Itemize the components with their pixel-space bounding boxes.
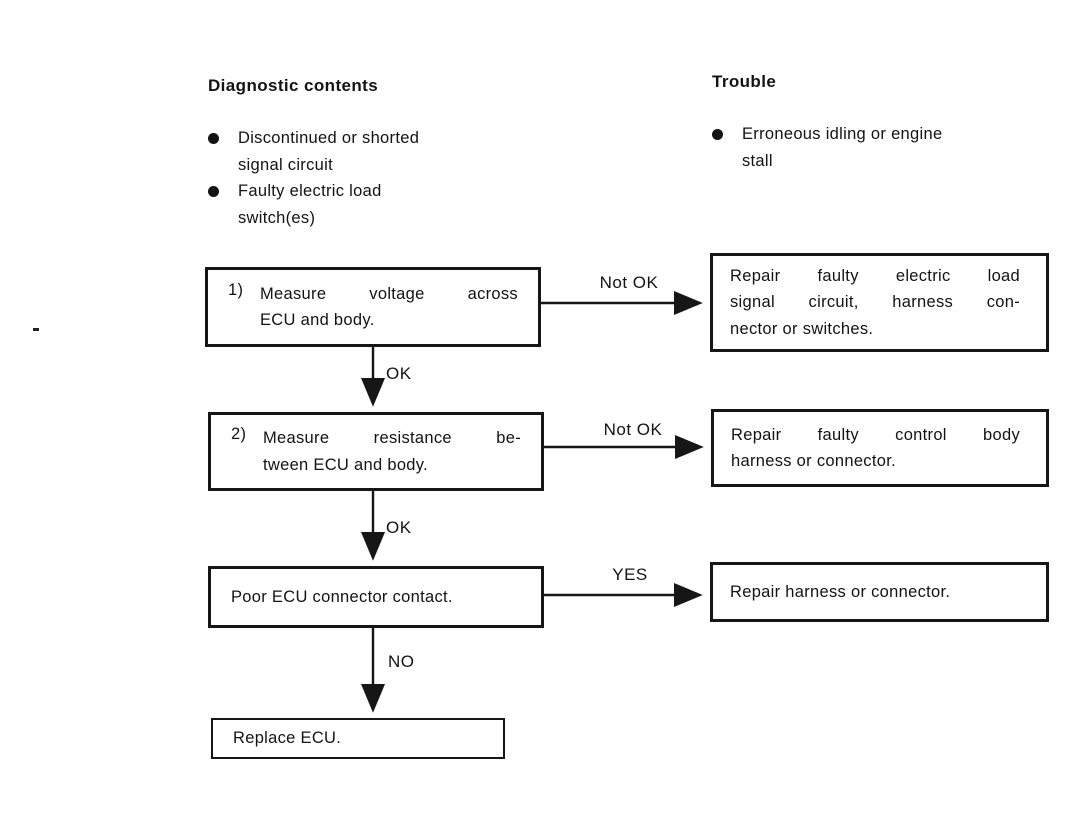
trouble-title: Trouble (712, 72, 777, 91)
diagnostic-contents-list: Discontinued or shorted signal circuit F… (208, 125, 419, 231)
bullet-icon (208, 133, 219, 144)
bullet-icon (712, 129, 723, 140)
list-item-text: switch(es) (238, 208, 316, 227)
list-item: Discontinued or shorted signal circuit (208, 125, 419, 178)
step-box-measure-voltage: 1) Measure voltage across ECU and body. (205, 267, 541, 347)
list-item-text: Faulty electric load (238, 182, 382, 200)
diagnostic-contents-title: Diagnostic contents (208, 76, 379, 95)
step-box-poor-connector-contact: Poor ECU connector contact. (208, 566, 544, 628)
result-box-repair-control-body: Repair faulty control body harness or co… (711, 409, 1049, 487)
list-item-text: Erroneous idling or engine (742, 125, 943, 143)
list-item: Faulty electric load switch(es) (208, 178, 419, 231)
step-text-line: Measure voltage across (260, 284, 518, 303)
bullet-icon (208, 186, 219, 197)
branch-label-yes: YES (612, 565, 648, 584)
step-number: 1) (228, 280, 244, 299)
result-box-repair-signal-circuit: Repair faulty electric load signal circu… (710, 253, 1049, 352)
result-text-line: nector or switches. (730, 319, 874, 338)
step-text-line: Measure resistance be- (263, 429, 521, 447)
list-item: Erroneous idling or engine stall (712, 121, 942, 174)
branch-label-not-ok-1: Not OK (599, 273, 659, 292)
down-label-ok-1: OK (386, 364, 412, 383)
result-box-repair-harness: Repair harness or connector. (710, 562, 1049, 622)
result-text-line: Repair faulty electric load (730, 266, 1020, 285)
step-text-line: Replace ECU. (233, 729, 342, 748)
result-text-line: harness or connector. (731, 452, 896, 470)
step-number: 2) (231, 425, 247, 443)
trouble-section: Trouble Erroneous idling or engine stall (712, 72, 942, 174)
list-item-text: stall (742, 151, 773, 170)
step-text-line: ECU and body. (260, 311, 375, 329)
step-text-line: tween ECU and body. (263, 455, 428, 474)
list-item-text: Discontinued or shorted (238, 129, 420, 147)
down-label-no: NO (388, 652, 415, 671)
result-text-line: Repair faulty control body (731, 425, 1020, 444)
step-box-replace-ecu: Replace ECU. (211, 718, 505, 759)
step-box-measure-resistance: 2) Measure resistance be- tween ECU and … (208, 412, 544, 491)
trouble-list: Erroneous idling or engine stall (712, 121, 942, 174)
branch-label-not-ok-2: Not OK (603, 420, 663, 439)
list-item-text: signal circuit (238, 155, 333, 174)
step-text-line: Poor ECU connector contact. (231, 587, 453, 606)
diagnostic-contents-section: Diagnostic contents Discontinued or shor… (208, 76, 419, 231)
down-label-ok-2: OK (386, 518, 412, 537)
result-text-line: signal circuit, harness con- (730, 293, 1020, 312)
scan-artifact-dot (33, 328, 39, 331)
result-text-line: Repair harness or connector. (730, 582, 951, 601)
